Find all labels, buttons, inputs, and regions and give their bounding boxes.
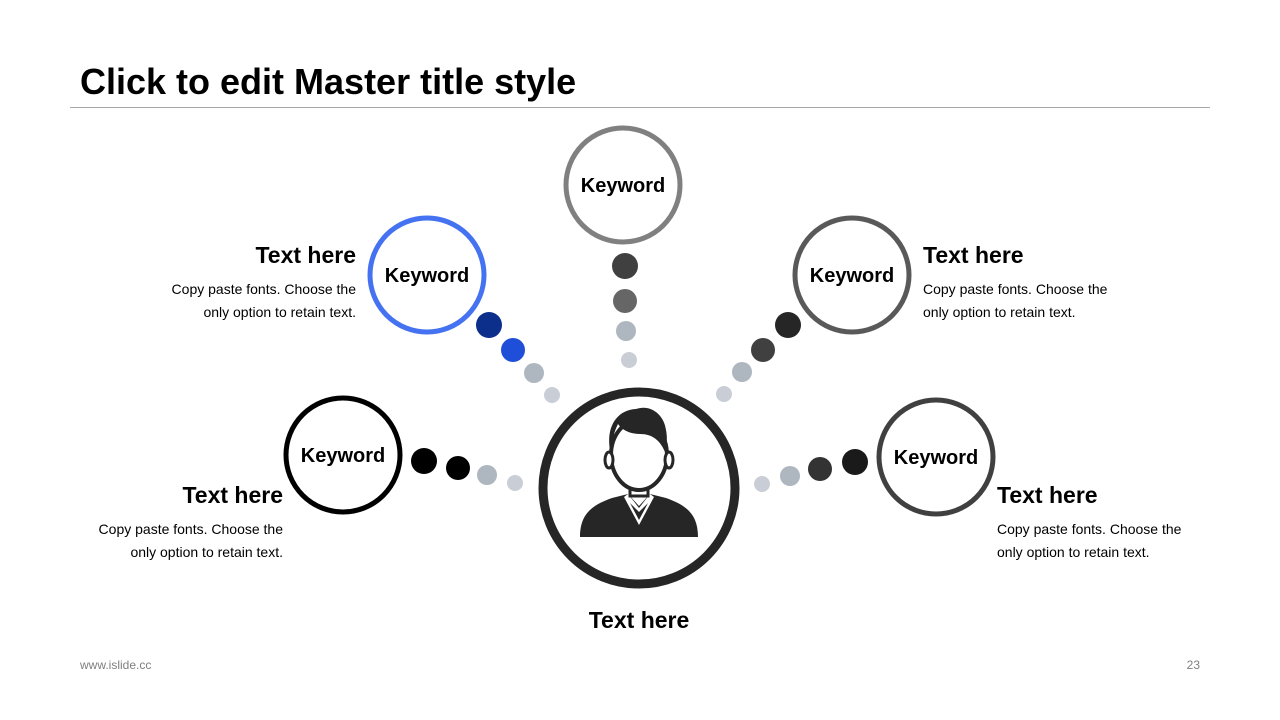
left-body-line2: only option to retain text. xyxy=(130,544,283,560)
keyword-node-top[interactable]: Keyword xyxy=(563,125,683,245)
upper-right-body: Copy paste fonts. Choose the only option… xyxy=(923,278,1143,324)
connector-dot xyxy=(775,312,801,338)
upper-left-body-line2: only option to retain text. xyxy=(203,304,356,320)
upper-left-heading: Text here xyxy=(255,242,356,268)
keyword-node-upper-right[interactable]: Keyword xyxy=(792,215,912,335)
footer-url[interactable]: www.islide.cc xyxy=(80,658,152,672)
left-body-line1: Copy paste fonts. Choose the xyxy=(98,521,283,537)
connector-dot xyxy=(613,289,637,313)
connector-dot xyxy=(612,253,638,279)
connector-dot xyxy=(476,312,502,338)
connector-dot xyxy=(616,321,636,341)
slide-title: Click to edit Master title style xyxy=(80,61,577,102)
keyword-node-upper-left[interactable]: Keyword xyxy=(367,215,487,335)
keyword-node-right[interactable]: Keyword xyxy=(876,397,996,517)
connector-dot xyxy=(446,456,470,480)
connector-dot xyxy=(507,475,523,491)
keyword-label: Keyword xyxy=(301,445,385,467)
connector-dot xyxy=(808,457,832,481)
connector-dot xyxy=(411,448,437,474)
connector-left xyxy=(411,448,523,491)
connector-upper-left xyxy=(476,312,560,403)
keyword-node-left[interactable]: Keyword xyxy=(283,395,403,515)
right-heading: Text here xyxy=(997,482,1098,508)
center-node[interactable] xyxy=(538,387,740,589)
connector-dot xyxy=(751,338,775,362)
connector-dot xyxy=(544,387,560,403)
connector-dot xyxy=(501,338,525,362)
upper-left-body-line1: Copy paste fonts. Choose the xyxy=(171,281,356,297)
upper-left-body: Copy paste fonts. Choose the only option… xyxy=(136,278,356,324)
right-body: Copy paste fonts. Choose the only option… xyxy=(997,518,1217,564)
connector-dot xyxy=(477,465,497,485)
upper-right-heading: Text here xyxy=(923,242,1024,268)
connector-dot xyxy=(732,362,752,382)
connector-dot xyxy=(621,352,637,368)
connector-top xyxy=(612,253,638,368)
keyword-label: Keyword xyxy=(385,265,469,287)
right-body-line2: only option to retain text. xyxy=(997,544,1150,560)
connector-dot xyxy=(842,449,868,475)
right-body-line1: Copy paste fonts. Choose the xyxy=(997,521,1182,537)
connector-right xyxy=(754,449,868,492)
left-heading: Text here xyxy=(182,482,283,508)
connector-dot xyxy=(716,386,732,402)
title-divider xyxy=(70,107,1210,108)
connector-dot xyxy=(524,363,544,383)
keyword-label: Keyword xyxy=(894,447,978,469)
connector-dot xyxy=(780,466,800,486)
left-body: Copy paste fonts. Choose the only option… xyxy=(63,518,283,564)
keyword-label: Keyword xyxy=(581,175,665,197)
connector-dot xyxy=(754,476,770,492)
person-icon xyxy=(580,407,698,537)
upper-right-body-line2: only option to retain text. xyxy=(923,304,1076,320)
connector-upper-right xyxy=(716,312,801,402)
keyword-label: Keyword xyxy=(810,265,894,287)
upper-right-body-line1: Copy paste fonts. Choose the xyxy=(923,281,1108,297)
page-number: 23 xyxy=(1186,658,1200,672)
center-label: Text here xyxy=(588,607,690,633)
